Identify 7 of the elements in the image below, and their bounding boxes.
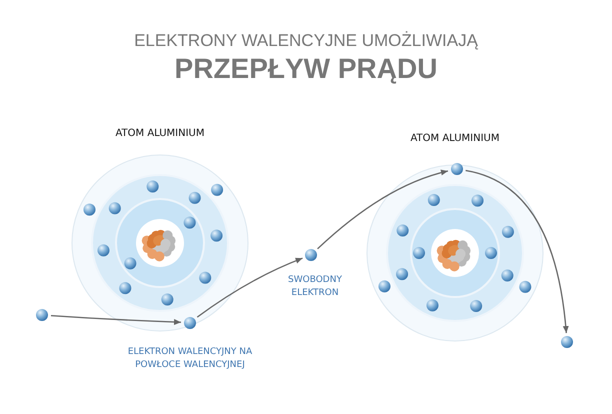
arrow (196, 258, 303, 318)
arrow (50, 314, 182, 325)
atom-heading: ATOM ALUMINIUM (114, 128, 206, 139)
title: ELEKTRONY WALENCYJNE UMOŻLIWIAJĄ PRZEPŁYW PRĄDU (133, 30, 479, 86)
atom-heading: ATOM ALUMINIUM (409, 133, 501, 144)
arrow (317, 170, 448, 250)
arrow (465, 170, 569, 334)
